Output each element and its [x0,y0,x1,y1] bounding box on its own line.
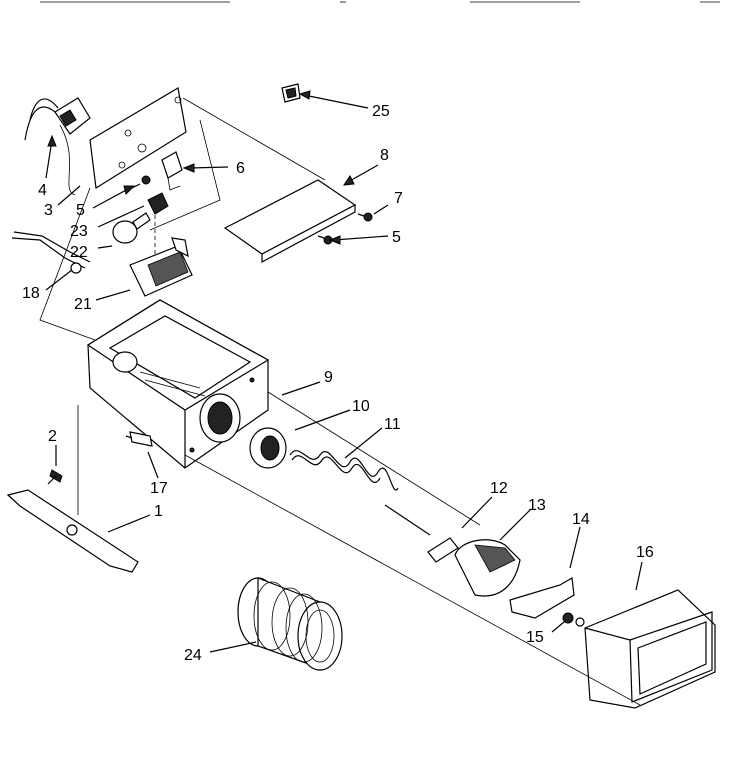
callout-13: 13 [528,497,546,514]
part-6-bracket [161,151,183,191]
callout-14: 14 [572,511,590,528]
part-25-clip [281,83,301,103]
part-22-bulb [112,212,151,244]
part-21-lamp-cover [129,237,193,297]
part-13-housing [454,539,521,597]
callout-17: 17 [150,480,168,497]
callout-8: 8 [380,147,389,164]
part-9-housing [86,299,270,469]
callout-6: 6 [236,160,245,177]
part-16-bin-front [584,589,716,709]
part-15-nut [562,612,585,627]
callout-16: 16 [636,544,654,561]
callout-2: 2 [48,428,57,445]
part-1-bracket [6,405,139,573]
leader-lines [45,90,643,653]
callout-5-left: 5 [76,202,85,219]
part-8-cover [223,179,357,264]
part-4-terminal-block [24,97,91,141]
part-3-mounting-plate [89,87,187,190]
callout-18: 18 [22,285,40,302]
part-7-screw [357,212,373,222]
callout-5-right: 5 [392,229,401,246]
part-11-auger [289,450,431,536]
callout-9: 9 [324,369,333,386]
part-14-actuator [509,577,575,619]
callout-12: 12 [490,480,508,497]
part-5-screw-b [317,235,333,245]
part-23-lamp-socket [147,192,169,215]
callout-10: 10 [352,398,370,415]
callout-24: 24 [184,647,202,664]
callout-22: 22 [70,244,88,261]
part-5-screw-a [131,175,151,189]
callout-11: 11 [384,416,401,433]
part-17-bolt [125,431,153,447]
part-12-blade [427,537,459,563]
callout-4: 4 [38,182,47,199]
part-18-lead-wire [11,231,91,274]
callout-25: 25 [372,103,390,120]
part-2-screw [47,469,63,485]
callout-21: 21 [74,296,92,313]
part-24-drum [237,577,343,671]
callout-7: 7 [394,190,403,207]
callout-23: 23 [70,223,88,240]
part-10-seal [249,427,287,469]
callout-labels: 25 8 6 7 5 4 3 5 23 22 18 21 9 10 11 2 1… [22,103,654,664]
callout-3: 3 [44,202,53,219]
callout-1: 1 [154,503,163,520]
callout-15: 15 [526,629,544,646]
